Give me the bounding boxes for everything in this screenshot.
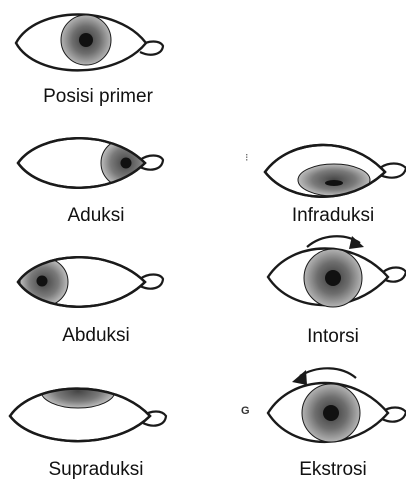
- eye-primary: [16, 14, 163, 70]
- stray-g-mark: G: [241, 405, 250, 417]
- arrowhead: [292, 370, 307, 385]
- pupil: [325, 180, 343, 186]
- pupil: [37, 276, 48, 287]
- pupil: [325, 270, 341, 286]
- stray-colon-mark: ⁝: [245, 152, 249, 164]
- eye-intorsion: [268, 236, 406, 307]
- pupil: [121, 158, 132, 169]
- eye-extorsion: [268, 368, 406, 442]
- eye-abduction: [18, 257, 163, 307]
- pupil: [79, 33, 93, 47]
- pupil: [323, 405, 339, 421]
- label-intorsi: Intorsi: [243, 326, 406, 348]
- eye-supraduction: [10, 374, 166, 441]
- label-infraduksi: Infraduksi: [243, 205, 406, 227]
- label-ekstrosi: Ekstrosi: [243, 459, 406, 481]
- label-abduksi: Abduksi: [6, 325, 186, 347]
- eye-adduction: [18, 138, 163, 188]
- label-posisi-primer: Posisi primer: [8, 86, 188, 108]
- rotation-arrow: [300, 368, 356, 378]
- label-aduksi: Aduksi: [6, 205, 186, 227]
- eye-infraduction: [265, 145, 406, 197]
- label-supraduksi: Supraduksi: [6, 459, 186, 481]
